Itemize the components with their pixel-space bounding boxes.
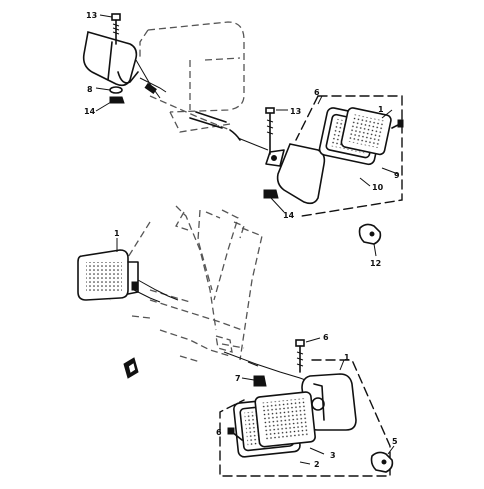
wire-connector (123, 357, 139, 379)
socket-5 (370, 445, 395, 473)
callout-10: 10 (372, 183, 384, 192)
washer-8-top (95, 86, 123, 94)
callout-14-mid: 14 (283, 211, 295, 220)
callout-8: 8 (87, 85, 93, 94)
socket-12 (358, 223, 382, 257)
bolt-13-top (99, 13, 121, 45)
callout-6-top: 6 (314, 88, 320, 97)
nut-14-mid (263, 189, 285, 213)
callout-6-bottom-left: 6 (216, 428, 222, 437)
bolt-13-mid (265, 107, 288, 155)
lens-assembly-top-right (318, 107, 404, 166)
callout-1-left: 1 (114, 229, 120, 238)
callout-1-bottom: 1 (344, 353, 350, 362)
nut-7 (241, 375, 267, 387)
nut-14-top (95, 96, 125, 112)
turn-signal-rear-right-housing (301, 373, 357, 431)
turn-signal-rear-left (77, 238, 179, 303)
callout-labels: 13 8 14 13 14 6 1 9 10 12 1 6 1 7 6 3 2 … (84, 11, 400, 469)
callout-3: 3 (330, 451, 336, 460)
callout-1-top: 1 (378, 105, 384, 114)
turn-signal-front-left (82, 30, 167, 99)
callout-2: 2 (314, 460, 320, 469)
signal-stay-rod (149, 95, 269, 151)
lens-assembly-bottom (233, 391, 316, 458)
callout-13-mid: 13 (290, 107, 301, 116)
lens-kit-outline-top (295, 95, 403, 217)
callout-6-bottom: 6 (323, 333, 329, 342)
callout-9: 9 (394, 171, 400, 180)
leader-lines (299, 95, 399, 465)
bolt-6-bottom (295, 337, 321, 373)
callout-12: 12 (370, 259, 381, 268)
screw-6-bottom-left (227, 427, 243, 441)
callout-14-left: 14 (84, 107, 96, 116)
callout-7: 7 (235, 374, 241, 383)
lens-kit-outline-bottom (219, 359, 391, 477)
callout-13-top: 13 (86, 11, 97, 20)
callout-5: 5 (392, 437, 398, 446)
ghost-headlight-housing (139, 21, 245, 133)
